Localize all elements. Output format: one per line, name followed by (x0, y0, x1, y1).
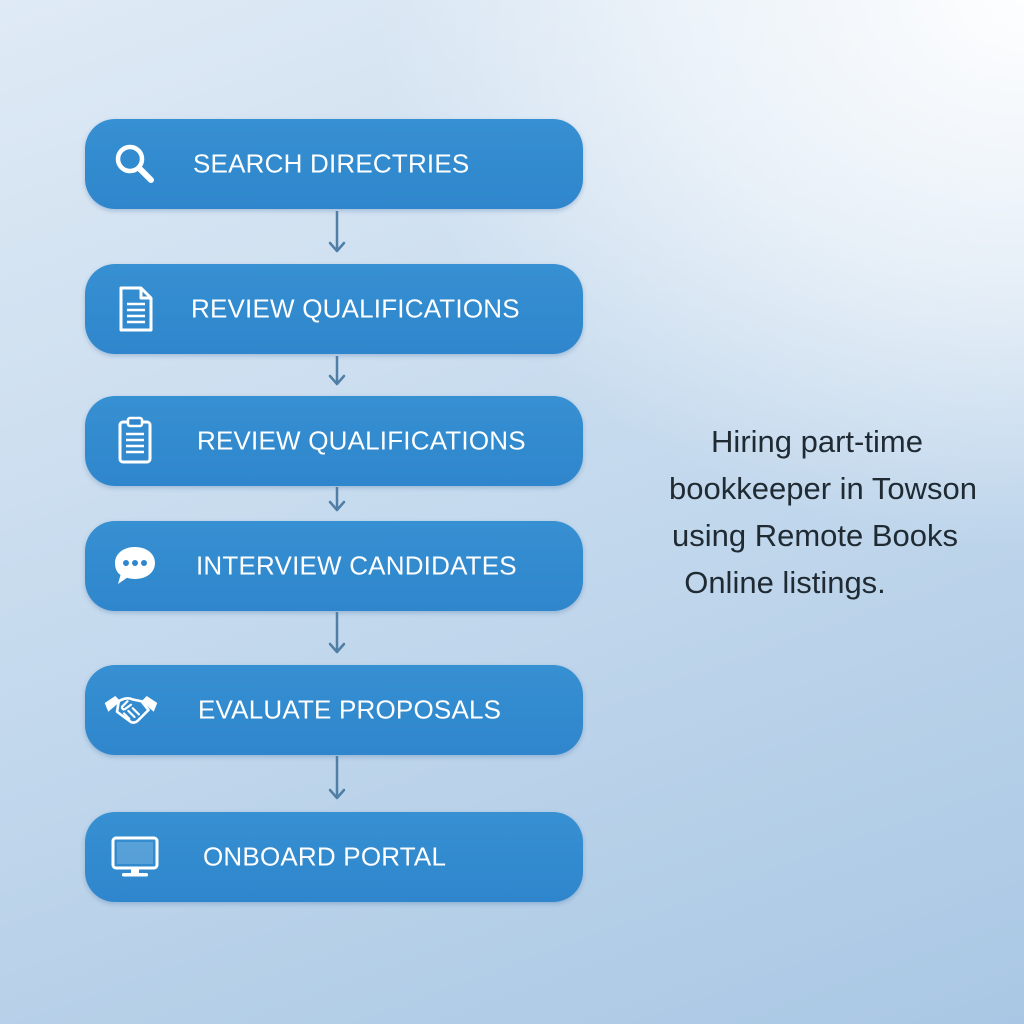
arrow-down-icon (328, 612, 346, 654)
caption-line: bookkeeper in Towson (669, 471, 977, 506)
step-label: SEARCH DIRECTRIES (193, 148, 470, 179)
arrow-down-icon (328, 356, 346, 386)
step-evaluate-proposals[interactable]: EVALUATE PROPOSALS (85, 665, 583, 755)
clipboard-icon (107, 413, 163, 469)
step-review-qualifications[interactable]: REVIEW QUALIFICATIONS (85, 264, 583, 354)
step-review-qualifications-2[interactable]: REVIEW QUALIFICATIONS (85, 396, 583, 486)
arrow-down-icon (328, 756, 346, 800)
handshake-icon (103, 682, 159, 738)
magnifier-icon (107, 136, 163, 192)
step-onboard-portal[interactable]: ONBOARD PORTAL (85, 812, 583, 902)
document-icon (107, 281, 163, 337)
caption-text: Hiring part-time bookkeeper in Towson us… (628, 418, 1018, 606)
step-label: REVIEW QUALIFICATIONS (191, 293, 520, 324)
step-label: ONBOARD PORTAL (203, 841, 447, 872)
step-interview-candidates[interactable]: INTERVIEW CANDIDATES (85, 521, 583, 611)
caption-line: Online listings. (684, 565, 886, 600)
caption-line: using Remote Books (671, 518, 959, 553)
arrow-down-icon (328, 211, 346, 253)
step-label: EVALUATE PROPOSALS (198, 694, 502, 725)
caption-line: Hiring part-time (711, 424, 923, 459)
step-label: INTERVIEW CANDIDATES (196, 550, 517, 581)
step-label: REVIEW QUALIFICATIONS (197, 425, 526, 456)
monitor-icon (107, 829, 163, 885)
arrow-down-icon (328, 487, 346, 512)
step-search-directories[interactable]: SEARCH DIRECTRIES (85, 119, 583, 209)
speech-bubble-icon (107, 538, 163, 594)
